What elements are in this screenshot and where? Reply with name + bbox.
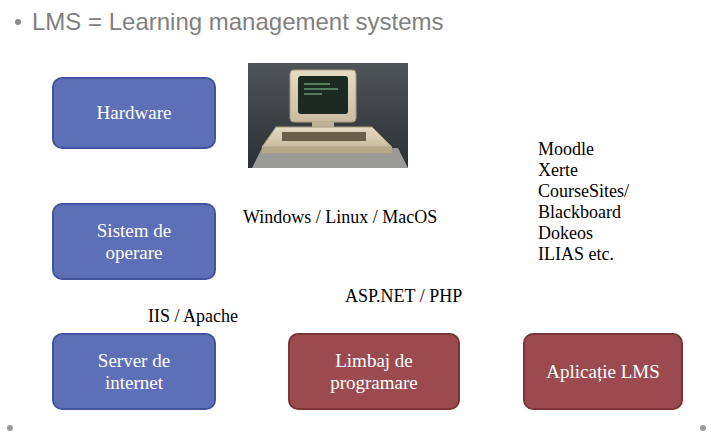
process-box: Aplicație LMS	[523, 333, 683, 410]
note-label: CourseSites/ Blackboard	[538, 181, 666, 222]
slide-title: LMS = Learning management systems	[32, 8, 444, 36]
note-label: IIS / Apache	[148, 306, 308, 327]
note-label: Moodle	[538, 139, 678, 160]
computer-photo	[248, 63, 408, 168]
note-label: ILIAS etc.	[538, 244, 678, 265]
box-label: Server de internet	[79, 350, 189, 394]
note-label: Dokeos	[538, 223, 678, 244]
box-label: Limbaj de programare	[315, 350, 433, 394]
process-box: Hardware	[52, 77, 216, 149]
box-label: Hardware	[97, 102, 172, 124]
note-label: Xerte	[538, 160, 678, 181]
note-label: Windows / Linux / MacOS	[243, 207, 493, 228]
process-box: Limbaj de programare	[288, 333, 460, 410]
corner-dot	[7, 425, 13, 431]
box-label: Aplicație LMS	[546, 361, 659, 383]
process-box: Sistem de operare	[52, 203, 216, 280]
bullet-dot	[15, 19, 21, 25]
note-label: ASP.NET / PHP	[345, 286, 525, 307]
process-box: Server de internet	[52, 333, 216, 410]
corner-dot	[700, 425, 706, 431]
box-label: Sistem de operare	[79, 220, 189, 264]
